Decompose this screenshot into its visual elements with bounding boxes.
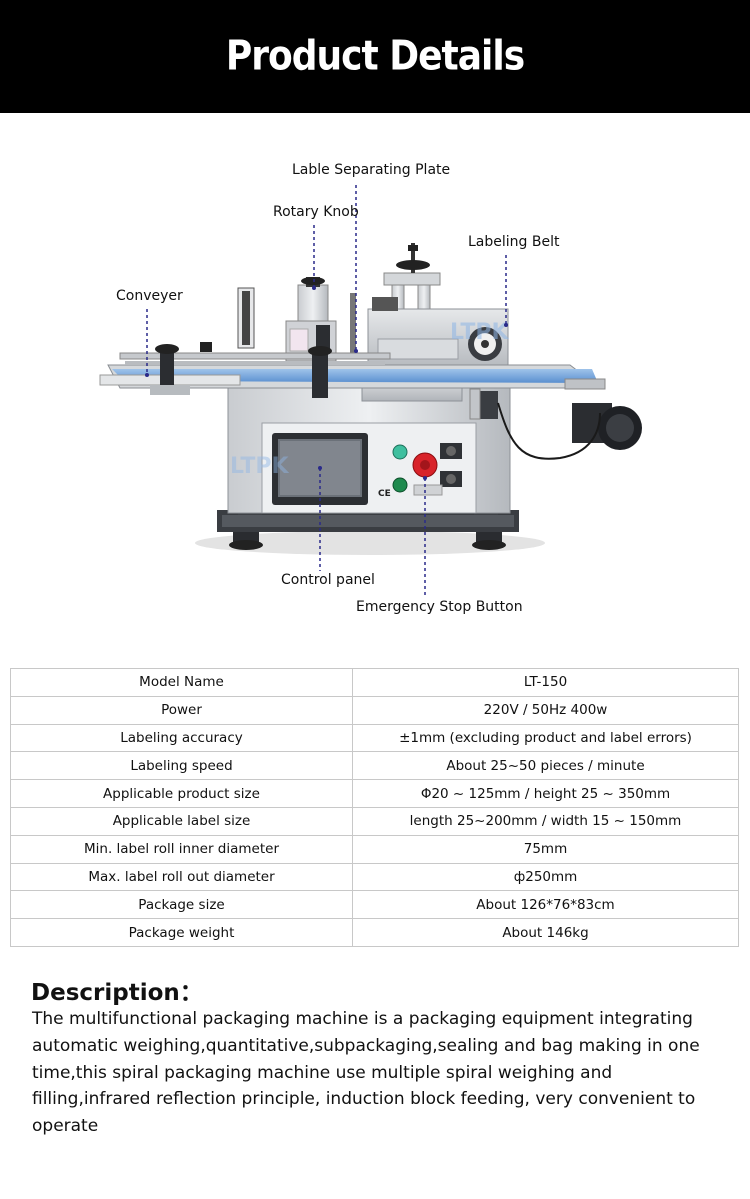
spec-label: Labeling speed <box>10 751 353 781</box>
ce-mark: CE <box>378 489 391 499</box>
spec-value: About 146kg <box>352 918 739 947</box>
spec-label: Min. label roll inner diameter <box>10 834 353 864</box>
spec-label: Max. label roll out diameter <box>10 862 353 892</box>
spec-value: About 126*76*83cm <box>352 890 739 920</box>
spec-value: length 25~200mm / width 15 ~ 150mm <box>352 806 739 836</box>
spec-label: Labeling accuracy <box>10 723 353 753</box>
spec-label: Power <box>10 695 353 725</box>
description-body: The multifunctional packaging machine is… <box>32 1009 700 1137</box>
description-title: Description： <box>31 980 203 1006</box>
callout-conveyer: Conveyer <box>116 288 183 304</box>
spec-value: Φ20 ~ 125mm / height 25 ~ 350mm <box>352 779 739 808</box>
page-title: Product Details <box>225 32 525 81</box>
table-row: Labeling accuracy±1mm (excluding product… <box>10 723 739 753</box>
page-header: Product Details <box>0 0 750 113</box>
spec-label: Package weight <box>10 918 353 947</box>
spec-value: ±1mm (excluding product and label errors… <box>352 723 739 753</box>
callout-rotary-knob: Rotary Knob <box>273 204 359 220</box>
watermark-text: LTPK <box>230 454 290 479</box>
watermark-text: LTPK <box>450 320 510 345</box>
spec-value: 220V / 50Hz 400w <box>352 695 739 725</box>
callout-labeling-belt: Labeling Belt <box>468 234 560 250</box>
callout-control-panel: Control panel <box>281 572 375 588</box>
spec-label: Applicable label size <box>10 806 353 836</box>
spec-label: Model Name <box>10 668 353 697</box>
spec-value: ф250mm <box>352 862 739 892</box>
machine-diagram: CE <box>0 113 750 668</box>
callout-separating-plate: Lable Separating Plate <box>292 162 451 178</box>
machine-illustration: CE <box>99 185 642 598</box>
spec-label: Package size <box>10 890 353 920</box>
spec-value: LT-150 <box>352 668 739 697</box>
spec-value: About 25~50 pieces / minute <box>352 751 739 781</box>
spec-value: 75mm <box>352 834 739 864</box>
spec-label: Applicable product size <box>10 779 353 808</box>
callout-emergency-stop: Emergency Stop Button <box>356 599 523 615</box>
